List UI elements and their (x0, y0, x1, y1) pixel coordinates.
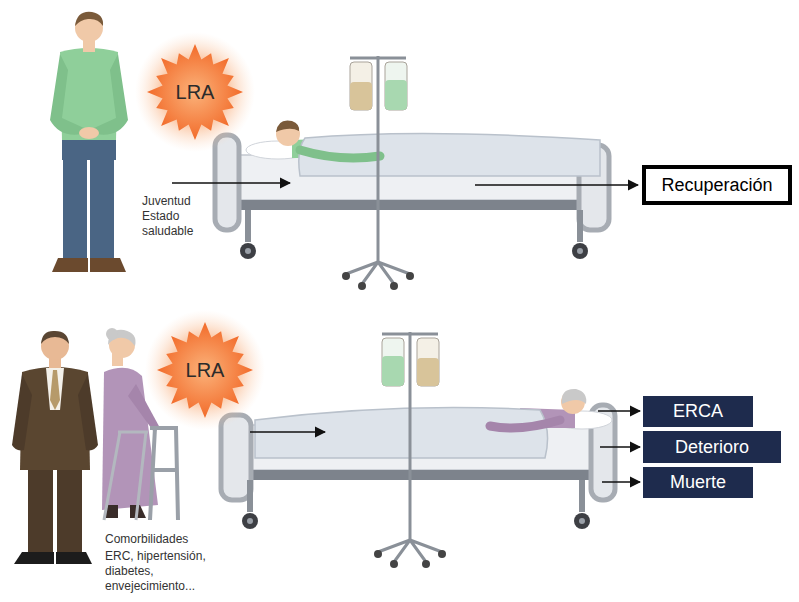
patient (255, 389, 612, 458)
man-in-suit (12, 331, 98, 564)
arrow (250, 431, 325, 433)
arrow (598, 410, 640, 412)
outcome-box: Muerte (643, 467, 753, 498)
box-label: Deterioro (675, 437, 749, 458)
condition-note: ERC, hipertensión, diabetes, envejecimie… (105, 549, 223, 594)
iv-stand (342, 56, 414, 290)
text-holder: Deterioro (675, 437, 749, 458)
arrow (602, 481, 640, 483)
condition-note: Juventud Estado saludable (142, 194, 217, 239)
text-holder: LRA (130, 32, 260, 152)
outcome-box: ERCA (643, 396, 753, 427)
box-label: Muerte (670, 472, 726, 493)
text-holder: LRA (140, 310, 270, 430)
text-holder: Recuperación (661, 175, 772, 196)
text-holder: Muerte (670, 472, 726, 493)
starburst-node: LRA (130, 32, 260, 152)
iv-stand (374, 332, 446, 568)
text-holder: ERCA (673, 401, 723, 422)
starburst-node: LRA (140, 310, 270, 430)
arrow (600, 446, 640, 448)
arrow (172, 182, 290, 184)
starburst-label: LRA (186, 359, 225, 382)
arrow (475, 184, 638, 186)
box-label: Recuperación (661, 175, 772, 196)
outcome-box: Deterioro (643, 431, 781, 463)
outcome-box-outlined: Recuperación (642, 165, 792, 205)
note-heading: Comorbilidades (105, 532, 255, 547)
young-person (50, 12, 128, 272)
box-label: ERCA (673, 401, 723, 422)
patient (246, 120, 600, 176)
starburst-label: LRA (176, 81, 215, 104)
